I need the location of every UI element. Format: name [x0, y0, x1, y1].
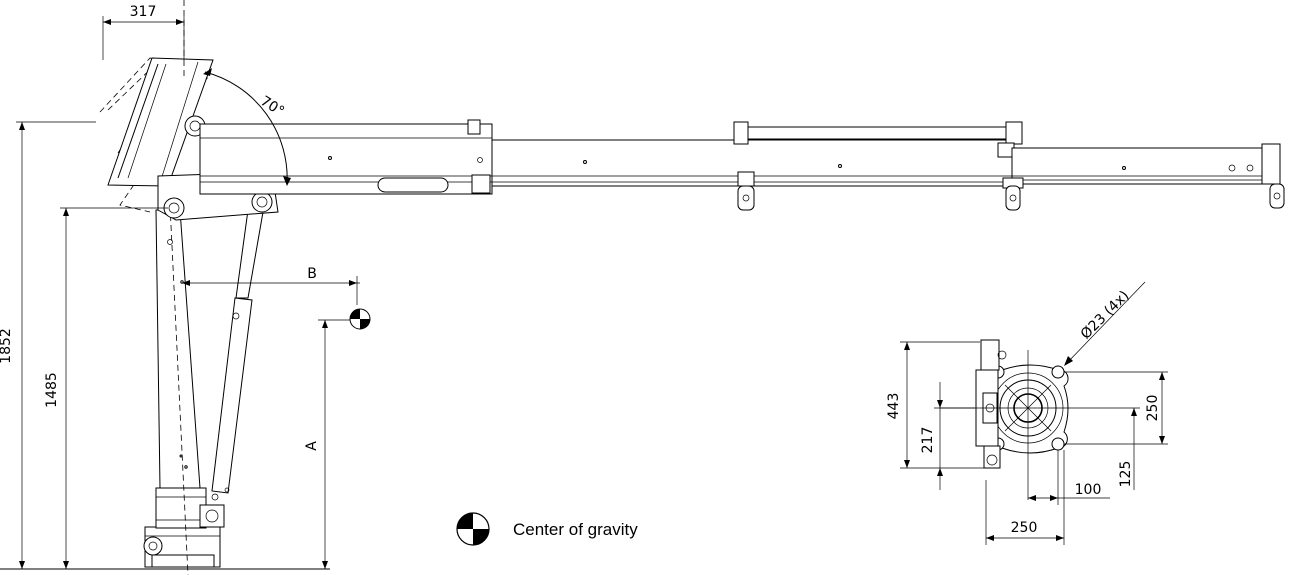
dim-top-width: 317	[130, 4, 157, 20]
side-view-dimensions	[16, 0, 360, 569]
boom-head	[107, 57, 214, 187]
dim-bolt-offset-v: 125	[1118, 461, 1134, 488]
dim-pivot-height: 1485	[44, 372, 60, 408]
dim-bolt-offset-h: 100	[1075, 482, 1102, 498]
legend-label: Center of gravity	[513, 520, 638, 539]
angle-arc	[203, 68, 291, 186]
boom-section-2	[491, 121, 1013, 211]
dim-total-height: 1852	[0, 328, 14, 364]
dim-bolt-spacing-h: 250	[1011, 520, 1038, 536]
base-view-dimensions	[900, 281, 1168, 545]
dim-label-b: B	[307, 266, 317, 282]
center-of-gravity-marker	[349, 308, 371, 330]
dim-label-a: A	[304, 441, 320, 451]
dim-bolt-spacing-v: 250	[1145, 395, 1161, 422]
boom-section-1	[199, 119, 493, 195]
boom-upper-rail	[747, 121, 1023, 158]
crane-side-view	[0, 57, 1285, 575]
boom-section-3	[1002, 143, 1285, 211]
legend: Center of gravity	[456, 512, 638, 546]
dim-angle: 70°	[257, 93, 287, 120]
dim-base-height: 443	[886, 393, 902, 420]
hydraulic-cylinder	[211, 209, 264, 501]
center-of-gravity-icon	[456, 512, 490, 546]
dim-hole-spec: Ø23 (4x)	[1078, 288, 1133, 343]
dim-base-half-height: 217	[920, 427, 936, 454]
crane-base	[143, 487, 225, 568]
base-top-view	[940, 339, 1140, 500]
